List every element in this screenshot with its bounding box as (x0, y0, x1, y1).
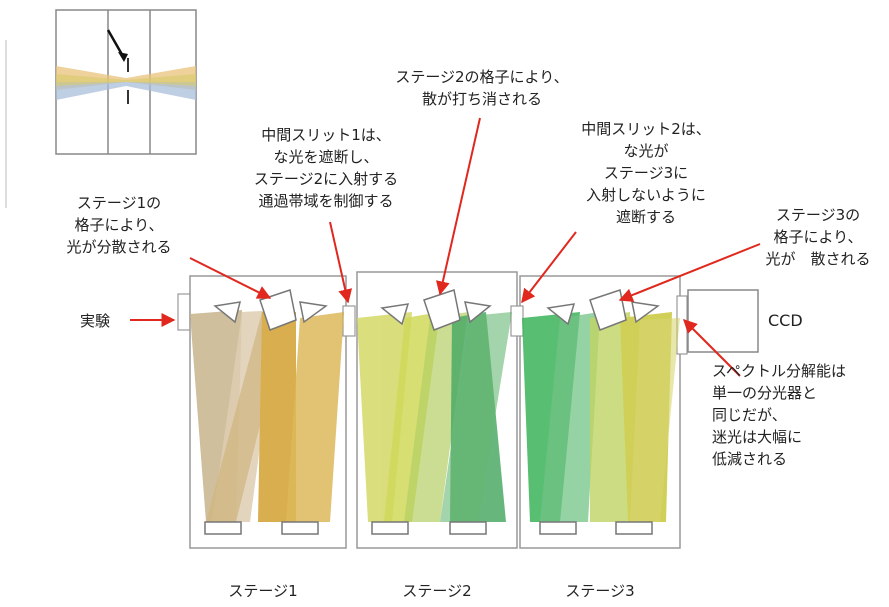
intermediate-slit-1 (342, 305, 356, 337)
experiment-label: 実験 (80, 312, 111, 330)
ccd-label: CCD (768, 311, 803, 330)
stage1-beams (190, 310, 344, 522)
arrow-resolution (683, 319, 741, 377)
stage3-name: ステージ3 (565, 582, 635, 600)
stage2-name: ステージ2 (402, 582, 472, 600)
stage2-grating-annotation: ステージ2の格子により、 散が打ち消される (395, 68, 569, 108)
entrance-slit (177, 293, 191, 331)
arrow-stage2-grating (435, 117, 481, 296)
arrow-slit1 (329, 221, 353, 304)
stage2-beams (357, 312, 512, 522)
stage2-optics (371, 289, 492, 535)
stage3-beams (522, 312, 680, 522)
stage3-grating-annotation: ステージ3の 格子により、 光が 散される (765, 206, 871, 268)
stage1-name: ステージ1 (228, 582, 298, 600)
arrow-slit2 (521, 231, 577, 304)
stage3-optics (539, 289, 660, 535)
arrow-stage3-grating (618, 243, 761, 302)
ccd-box (687, 289, 759, 353)
slit1-annotation: 中間スリット1は、 な光を遮断し、 ステージ2に入射する 通過帯域を制御する (253, 126, 399, 210)
intermediate-slit-2 (510, 305, 524, 337)
arrow-stage1-grating (189, 257, 272, 299)
resolution-annotation: スペクトル分解能は 単一の分光器と 同じだが、 迷光は大幅に 低減される (712, 362, 846, 468)
stage1-grating-annotation: ステージ1の 格子により、 光が分散される (66, 194, 172, 256)
stage1-optics (204, 289, 328, 535)
slit2-annotation: 中間スリット2は、 な光が ステージ3に 入射しないように 遮断する (581, 120, 711, 226)
annotation-arrows (130, 117, 761, 377)
slit-detail-inset (55, 9, 197, 155)
